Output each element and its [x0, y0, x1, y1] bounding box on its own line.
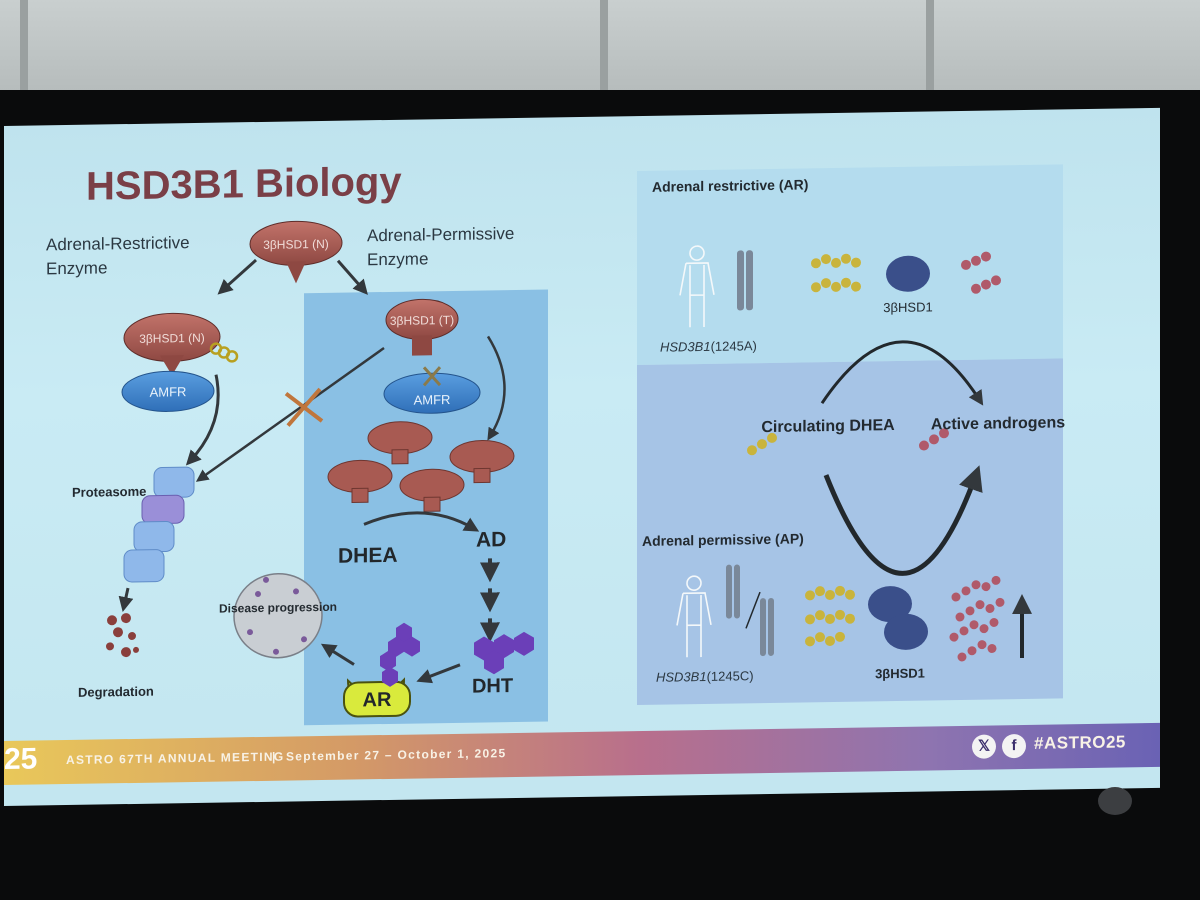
- block-cross-icon: [284, 387, 324, 427]
- astro25-logo: 25: [4, 742, 38, 776]
- adrenal-restrictive-heading: Adrenal restrictive (AR): [652, 176, 808, 194]
- conversion-arc-restrictive: [820, 340, 984, 406]
- degradation-label: Degradation: [78, 684, 154, 700]
- room-wall: [0, 0, 1200, 92]
- arrow-to-proteasome: [185, 374, 220, 466]
- disease-progression-label: Disease progression: [219, 600, 337, 616]
- binding-blocked-icon: [422, 366, 442, 387]
- arrow-dhea-to-ad: [363, 511, 480, 532]
- amfr-right-label: AMFR: [414, 392, 451, 408]
- ar-enzyme-label: 3βHSD1: [883, 299, 932, 315]
- meeting-name: ASTRO 67TH ANNUAL MEETING: [66, 749, 285, 768]
- dhea-label: DHEA: [338, 544, 398, 568]
- hsd1-t-enzyme: 3βHSD1 (T): [385, 298, 459, 356]
- wall-panel-seam: [20, 0, 28, 92]
- x-icon: 𝕏: [972, 734, 996, 759]
- ad-label: AD: [476, 528, 506, 551]
- footer-separator: |: [272, 749, 277, 764]
- conversion-arc-permissive: [823, 465, 983, 576]
- arrow-to-restrictive: [217, 258, 257, 295]
- active-androgens-icon: [919, 428, 949, 451]
- amfr-left: AMFR: [121, 370, 215, 412]
- tumor-cells-icon: [233, 572, 323, 659]
- proteasome-label: Proteasome: [72, 484, 146, 500]
- active-androgens-label: Active androgens: [931, 414, 1065, 433]
- dht-molecule-icon: [474, 631, 534, 675]
- arrow-to-accumulation: [486, 335, 506, 441]
- circulating-dhea-label: Circulating DHEA: [761, 417, 895, 436]
- hsd1-t-label: 3βHSD1 (T): [390, 313, 454, 328]
- hsd1-enzyme-small-icon: [886, 255, 930, 292]
- ap-enzyme-label: 3βHSD1: [875, 666, 925, 682]
- amfr-right: AMFR: [383, 366, 481, 414]
- human-figure-icon: [679, 245, 715, 328]
- hashtag: #ASTRO25: [1034, 732, 1126, 753]
- chromosome-icon: [737, 250, 753, 311]
- degraded-fragments-icon: [106, 613, 139, 658]
- wall-panel-seam: [600, 0, 608, 92]
- microphone: [1098, 787, 1132, 815]
- adrenal-permissive-heading: Adrenal permissive (AP): [642, 530, 804, 549]
- blocked-arrow: [195, 347, 385, 482]
- arrow-to-disease: [320, 643, 355, 666]
- proteasome-icon: [123, 466, 195, 583]
- ar-genotype: HSD3B1(1245A): [660, 338, 757, 355]
- human-figure-ap-icon: [676, 575, 712, 658]
- ap-genotype: HSD3B1(1245C): [656, 668, 754, 685]
- amfr-left-label: AMFR: [150, 384, 187, 400]
- bound-steroid-icon: [380, 622, 420, 687]
- hsd1-n-top-enzyme: 3βHSD1 (N): [249, 220, 343, 284]
- ar-label: AR: [363, 689, 392, 711]
- ar-receptor: AR: [343, 677, 411, 718]
- dhea-molecules-icon: [811, 253, 861, 293]
- slide-diagram: 3βHSD1 (N) 3βHSD1 (N) AMFR: [72, 176, 1065, 718]
- dht-label: DHT: [472, 675, 513, 698]
- facebook-icon: f: [1002, 733, 1026, 759]
- ubiquitin-chain-icon: [209, 342, 239, 363]
- androgen-molecules-small-icon: [961, 251, 1001, 294]
- projected-slide: HSD3B1 Biology Adrenal-Restrictive Enzym…: [4, 107, 1160, 807]
- accumulated-enzymes: [327, 421, 515, 512]
- circulating-dhea-icon: [747, 432, 777, 456]
- dhea-molecules-ap-icon: [805, 585, 855, 647]
- chromosome-pair-icon: [726, 564, 774, 657]
- arrow-to-permissive: [336, 259, 368, 295]
- hsd1-n-bound-enzyme: 3βHSD1 (N): [123, 312, 239, 376]
- hsd1-enzyme-large-icon: [868, 586, 928, 650]
- hsd1-n-top-label: 3βHSD1 (N): [263, 237, 329, 252]
- hsd1-n-bound-label: 3βHSD1 (N): [139, 331, 205, 346]
- meeting-dates: September 27 – October 1, 2025: [286, 746, 507, 764]
- arrow-dht-to-ar: [416, 663, 461, 684]
- wall-panel-seam: [926, 0, 934, 92]
- androgen-molecules-large-icon: [949, 575, 1005, 662]
- arrow-to-degradation: [118, 587, 134, 612]
